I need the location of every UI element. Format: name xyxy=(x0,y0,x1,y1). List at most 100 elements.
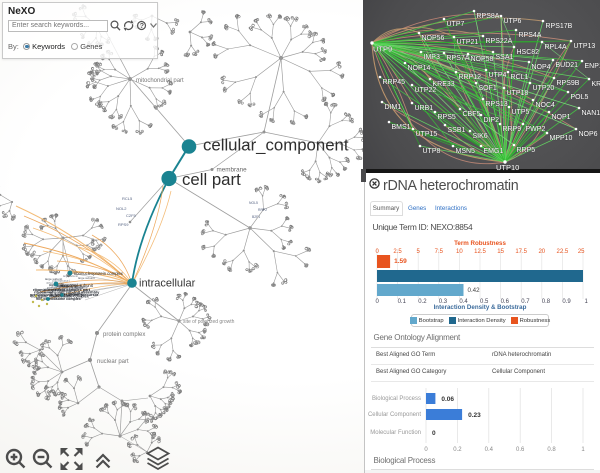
svg-text:RRP2: RRP2 xyxy=(258,208,267,212)
svg-text:UTP10: UTP10 xyxy=(496,163,519,172)
svg-text:intracellular: intracellular xyxy=(139,278,196,290)
svg-text:RPS22A: RPS22A xyxy=(486,38,513,45)
svg-text:UTP9: UTP9 xyxy=(373,45,392,54)
svg-text:nucleolar ribonuclease complex: nucleolar ribonuclease complex xyxy=(31,295,90,299)
svg-text:SIK6: SIK6 xyxy=(473,133,488,140)
svg-text:NOP1: NOP1 xyxy=(552,114,571,121)
svg-text:RPS8A: RPS8A xyxy=(477,13,500,20)
svg-text:site of polarized growth: site of polarized growth xyxy=(183,319,235,325)
svg-text:IMP3: IMP3 xyxy=(424,54,440,61)
svg-text:large subunit: large subunit xyxy=(63,274,78,278)
svg-text:UTP7: UTP7 xyxy=(447,21,465,28)
svg-text:pre-60S: pre-60S xyxy=(56,284,65,288)
svg-text:POL5: POL5 xyxy=(571,94,589,101)
svg-text:polymerase I: polymerase I xyxy=(52,279,70,283)
svg-text:0.8: 0.8 xyxy=(542,299,551,305)
svg-text:RCL1: RCL1 xyxy=(511,74,529,81)
svg-text:0.4: 0.4 xyxy=(459,299,468,305)
svg-text:RPS13: RPS13 xyxy=(486,101,508,108)
svg-text:NOC4: NOC4 xyxy=(536,102,556,109)
svg-text:Interaction Density & Bootstra: Interaction Density & Bootstrap xyxy=(434,304,527,311)
svg-text:exosome: exosome xyxy=(59,289,72,293)
svg-text:small subunit: small subunit xyxy=(66,285,84,289)
svg-text:0.5: 0.5 xyxy=(480,299,489,305)
svg-text:0: 0 xyxy=(424,447,428,453)
svg-text:EMG1: EMG1 xyxy=(484,148,504,155)
svg-text:UTP4: UTP4 xyxy=(489,72,507,79)
svg-text:HSC82: HSC82 xyxy=(517,49,540,56)
svg-text:ribonucleoprotein complex: ribonucleoprotein complex xyxy=(74,271,124,276)
svg-text:KRE1: KRE1 xyxy=(592,81,600,88)
svg-text:UTP15: UTP15 xyxy=(416,131,438,138)
svg-text:0.7: 0.7 xyxy=(521,299,530,305)
svg-text:small subunit: small subunit xyxy=(50,292,66,296)
svg-text:RNA polymerase: RNA polymerase xyxy=(61,292,83,296)
svg-text:SSB1: SSB1 xyxy=(448,127,466,134)
svg-text:0.2: 0.2 xyxy=(418,299,427,305)
svg-text:MSN5: MSN5 xyxy=(456,148,476,155)
svg-text:Cellular Component: Cellular Component xyxy=(368,412,421,418)
svg-text:large subunit: large subunit xyxy=(40,290,55,294)
svg-text:RPS9B: RPS9B xyxy=(557,80,580,87)
svg-text:large subunit: large subunit xyxy=(51,293,67,297)
svg-text:UTP5: UTP5 xyxy=(512,109,530,116)
svg-text:NOL2: NOL2 xyxy=(116,206,127,211)
svg-text:5: 5 xyxy=(417,249,421,255)
svg-text:0.8: 0.8 xyxy=(547,447,556,453)
svg-text:BUD21: BUD21 xyxy=(556,62,579,69)
svg-text:0.1: 0.1 xyxy=(398,299,407,305)
svg-text:RPS4A: RPS4A xyxy=(519,32,542,39)
svg-text:RRP45: RRP45 xyxy=(383,79,406,86)
svg-text:nucleolus: nucleolus xyxy=(71,286,83,290)
svg-text:0.6: 0.6 xyxy=(516,447,525,453)
svg-text:snoRNP: snoRNP xyxy=(65,283,76,287)
svg-text:0.23: 0.23 xyxy=(468,412,481,419)
svg-text:UTP8: UTP8 xyxy=(423,148,441,155)
svg-text:SSA1: SSA1 xyxy=(496,54,514,61)
svg-text:RRP5: RRP5 xyxy=(517,147,536,154)
svg-text:UTP13: UTP13 xyxy=(574,43,596,50)
svg-text:0.3: 0.3 xyxy=(439,299,448,305)
svg-text:ribonucleoprotein complex part: ribonucleoprotein complex part xyxy=(33,288,91,292)
svg-text:cell part: cell part xyxy=(182,170,241,189)
svg-text:0.42: 0.42 xyxy=(468,287,481,294)
svg-text:0.06: 0.06 xyxy=(441,396,454,403)
svg-text:PWP2: PWP2 xyxy=(526,126,546,133)
svg-text:ribosomal subunit: ribosomal subunit xyxy=(60,283,94,288)
svg-text:NOP58: NOP58 xyxy=(471,56,494,63)
svg-text:1: 1 xyxy=(581,447,585,453)
svg-text:NOP4: NOP4 xyxy=(532,64,551,71)
svg-text:exosome: exosome xyxy=(57,284,70,288)
svg-text:NAN1: NAN1 xyxy=(582,110,600,117)
svg-text:RPL4A: RPL4A xyxy=(545,44,568,51)
svg-text:processome: processome xyxy=(69,293,83,296)
svg-text:17.5: 17.5 xyxy=(515,249,527,255)
svg-text:12.5: 12.5 xyxy=(474,249,486,255)
svg-text:0.9: 0.9 xyxy=(562,299,571,305)
svg-text:22.5: 22.5 xyxy=(557,249,569,255)
svg-text:NOP6: NOP6 xyxy=(579,131,598,138)
svg-text:0: 0 xyxy=(376,299,380,305)
svg-text:ribosomal small subunit assemb: ribosomal small subunit assembly xyxy=(34,290,100,295)
svg-text:0.6: 0.6 xyxy=(501,299,510,305)
svg-text:ENP1: ENP1 xyxy=(585,63,600,70)
svg-text:0: 0 xyxy=(376,249,380,255)
svg-text:7.5: 7.5 xyxy=(435,249,444,255)
svg-text:UTP22: UTP22 xyxy=(415,87,437,94)
svg-text:B2F1: B2F1 xyxy=(252,215,260,219)
svg-text:DIM1: DIM1 xyxy=(385,104,402,111)
svg-text:RPS7A: RPS7A xyxy=(447,55,470,62)
svg-text:DIP2: DIP2 xyxy=(484,117,500,124)
svg-text:C2F5: C2F5 xyxy=(126,213,137,218)
svg-text:RRP12: RRP12 xyxy=(459,74,482,81)
svg-text:tRNA complex: tRNA complex xyxy=(61,284,82,288)
svg-text:UTP20: UTP20 xyxy=(533,85,555,92)
svg-text:MPP10: MPP10 xyxy=(550,135,573,142)
svg-text:protein complex: protein complex xyxy=(103,332,145,338)
svg-text:small subunit: small subunit xyxy=(51,288,68,292)
svg-text:NOL5: NOL5 xyxy=(249,201,258,205)
svg-text:25: 25 xyxy=(578,249,585,255)
svg-text:ribosome: ribosome xyxy=(51,285,62,289)
svg-text:90S preribosome: 90S preribosome xyxy=(47,286,71,290)
svg-text:RNA polymerase: RNA polymerase xyxy=(58,288,78,292)
